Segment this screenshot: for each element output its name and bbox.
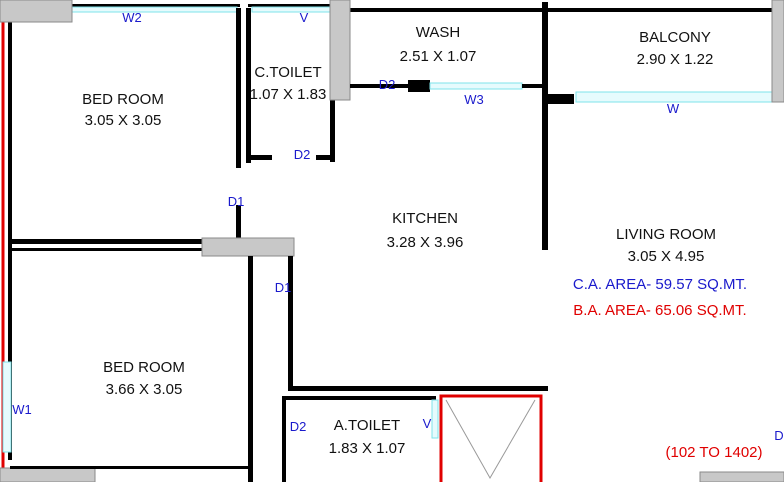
shaft-outline xyxy=(439,394,543,482)
tag-d-living: D xyxy=(774,428,783,443)
wall-top-left xyxy=(70,4,240,7)
kitchen-size: 3.28 X 3.96 xyxy=(387,234,464,251)
wall-wash-bottom-stub xyxy=(408,80,430,92)
wall-bed-divider xyxy=(10,239,204,244)
tag-v-atoilet: V xyxy=(423,416,432,431)
column-bottom-left xyxy=(0,467,96,482)
column-bottom-right xyxy=(699,471,784,482)
wall-wash-right xyxy=(542,2,548,250)
bedroom1-size: 3.05 X 3.05 xyxy=(85,112,162,129)
balcony-size: 2.90 X 1.22 xyxy=(637,51,714,68)
atoilet-size: 1.83 X 1.07 xyxy=(329,440,406,457)
wall-bottom-left xyxy=(10,466,250,469)
wall-bed1-right xyxy=(236,8,241,168)
tag-w-balcony: W xyxy=(667,101,680,116)
wall-top-mid xyxy=(248,4,332,7)
carpet-area: C.A. AREA- 59.57 SQ.MT. xyxy=(573,276,747,293)
window-w1 xyxy=(2,361,12,453)
living-name: LIVING ROOM xyxy=(616,226,716,243)
tag-d2-atoilet: D2 xyxy=(290,419,307,434)
tag-w3: W3 xyxy=(464,92,484,107)
wall-ctoilet-bottom-a xyxy=(246,155,272,160)
tag-d1-bed1: D1 xyxy=(228,194,245,209)
wall-bed2-right xyxy=(248,256,253,482)
tag-d2-wash: D2 xyxy=(379,77,396,92)
atoilet-name: A.TOILET xyxy=(334,417,400,434)
wall-ctoilet-left xyxy=(246,8,251,163)
column-right xyxy=(771,0,784,103)
bedroom2-size: 3.66 X 3.05 xyxy=(106,381,183,398)
balcony-name: BALCONY xyxy=(639,29,711,46)
living-size: 3.05 X 4.95 xyxy=(628,248,705,265)
window-w3 xyxy=(429,82,523,90)
wash-name: WASH xyxy=(416,24,460,41)
wall-bed1-right-low xyxy=(236,205,241,241)
tag-w1: W1 xyxy=(12,402,32,417)
window-w2 xyxy=(71,6,238,13)
wall-ctoilet-right xyxy=(330,100,335,162)
shaft-mark xyxy=(445,399,536,480)
wall-wash-bottom-a xyxy=(350,84,410,88)
wall-kitchen-bottom xyxy=(288,386,548,391)
wall-bed2-top-inner xyxy=(10,248,204,251)
wash-size: 2.51 X 1.07 xyxy=(400,48,477,65)
column-mid xyxy=(201,237,295,257)
wall-top-right xyxy=(350,8,784,12)
column-top xyxy=(329,0,351,101)
wall-atoilet-top xyxy=(286,396,436,400)
tag-d2-ctoilet: D2 xyxy=(294,147,311,162)
tag-v-top: V xyxy=(300,10,309,25)
ctoilet-size: 1.07 X 1.83 xyxy=(250,86,327,103)
window-v-top xyxy=(251,6,331,13)
ctoilet-name: C.TOILET xyxy=(254,64,321,81)
wall-atoilet-left xyxy=(282,396,286,482)
bedroom1-name: BED ROOM xyxy=(82,91,164,108)
built-area: B.A. AREA- 65.06 SQ.MT. xyxy=(573,302,746,319)
kitchen-name: KITCHEN xyxy=(392,210,458,227)
window-v-atoilet xyxy=(431,399,439,439)
wall-wash-right-stub xyxy=(542,94,574,104)
tag-w2: W2 xyxy=(122,10,142,25)
bedroom2-name: BED ROOM xyxy=(103,359,185,376)
unit-range: (102 TO 1402) xyxy=(665,444,762,461)
tag-d1-kitchen: D1 xyxy=(275,280,292,295)
wall-wash-bottom-b xyxy=(522,84,548,88)
column-top-left xyxy=(0,0,73,23)
wall-ctoilet-bottom-b xyxy=(316,155,335,160)
wall-kitchen-left xyxy=(288,256,293,391)
